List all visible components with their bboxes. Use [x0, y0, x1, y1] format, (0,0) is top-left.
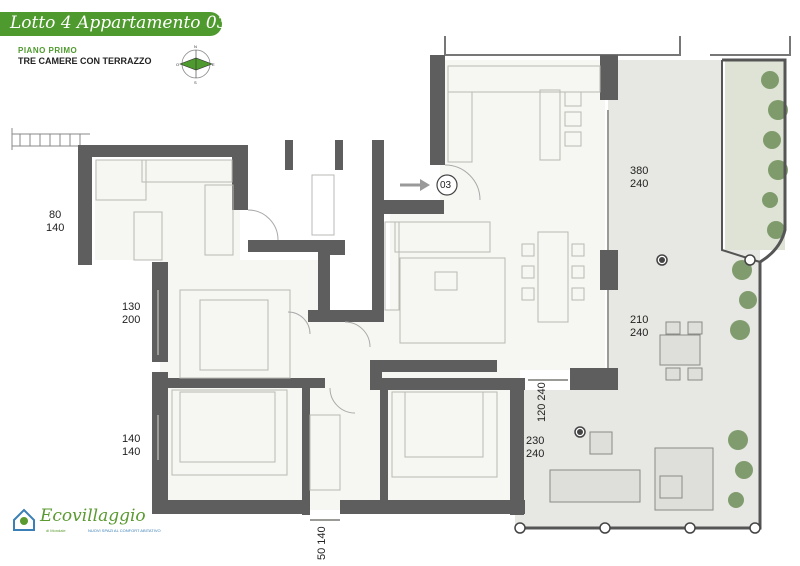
dim-bath2-window: 50 140: [316, 526, 328, 560]
compass-icon: [179, 49, 213, 79]
brand-logo: Ecovillaggio: [40, 506, 146, 526]
furniture: [95, 65, 601, 491]
windows: [157, 110, 609, 521]
terrace-posts: [514, 254, 761, 534]
unit-marker-label: 03: [440, 180, 452, 191]
page-title: Lotto 4 Appartamento 03: [10, 13, 228, 33]
hedge-plants: [728, 71, 788, 508]
terrace-furniture: [549, 321, 714, 511]
title-banner: Lotto 4 Appartamento 03: [0, 12, 228, 36]
layout-label: TRE CAMERE CON TERRAZZO: [18, 56, 152, 66]
house-logo-icon: [13, 508, 35, 531]
floor-label: PIANO PRIMO: [18, 46, 78, 55]
compass-south: S: [194, 80, 197, 85]
door-swings: [247, 164, 481, 414]
compass-west: O: [176, 62, 180, 67]
interior-floor: [160, 60, 605, 510]
dim-terrace-door: 120 240: [536, 382, 548, 422]
terrace-lamps: [577, 257, 665, 435]
walls: [78, 55, 618, 515]
planter-north: [725, 60, 785, 250]
brand-tagline: NUOVI SPAZI AL CONFORT ABITATIVO: [88, 528, 161, 533]
unit-marker-circle: [436, 174, 458, 196]
compass-north: N: [194, 44, 197, 49]
terrace-floor: [515, 60, 760, 528]
brand-place: di Mondale: [46, 528, 66, 533]
compass-east: E: [212, 62, 215, 67]
